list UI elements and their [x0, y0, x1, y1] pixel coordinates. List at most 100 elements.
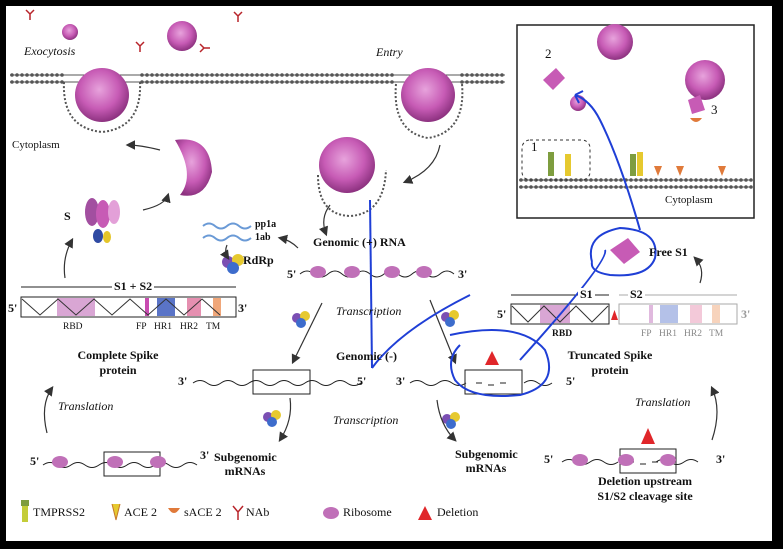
inset-membrane-bead: [589, 178, 593, 182]
membrane-bead: [365, 80, 369, 84]
inset-membrane-bead: [579, 185, 583, 189]
inset-membrane-bead: [664, 185, 668, 189]
membrane-bead: [200, 73, 204, 77]
label-neg-left-5: 5': [357, 374, 367, 388]
inset-membrane-bead: [694, 178, 698, 182]
inset-membrane-bead: [744, 185, 748, 189]
inset-membrane-bead: [594, 178, 598, 182]
rdrp-transcription-left: [263, 311, 310, 427]
membrane-bead: [300, 73, 304, 77]
membrane-bead: [30, 80, 34, 84]
membrane-bead: [210, 80, 214, 84]
inset-membrane-bead: [749, 185, 753, 189]
inset-membrane-bead: [719, 178, 723, 182]
membrane-bead: [50, 73, 54, 77]
label-complete-3prime: 3': [238, 301, 248, 315]
inset-membrane-bead: [519, 178, 523, 182]
membrane-bead: [330, 80, 334, 84]
membrane-bead: [295, 73, 299, 77]
membrane-bead: [495, 80, 499, 84]
membrane-bead: [475, 80, 479, 84]
membrane-bead: [285, 73, 289, 77]
inset-membrane-bead: [684, 185, 688, 189]
membrane-bead: [15, 73, 19, 77]
membrane-bead: [230, 80, 234, 84]
inset-membrane-bead: [729, 185, 733, 189]
inset-membrane-bead: [539, 178, 543, 182]
membrane-bead: [330, 73, 334, 77]
inset-membrane-bead: [714, 178, 718, 182]
inset-membrane-bead: [684, 178, 688, 182]
label-genomic-positive: Genomic (+) RNA: [313, 235, 406, 249]
ribosome-icon: [323, 507, 339, 519]
membrane-bead: [265, 73, 269, 77]
virus-endosome: [317, 137, 387, 218]
membrane-bead: [355, 80, 359, 84]
membrane-bead: [370, 73, 374, 77]
membrane-bead: [270, 80, 274, 84]
flow-arrows: [43, 140, 720, 443]
genomic-positive-rna: [299, 266, 455, 278]
membrane-bead: [215, 80, 219, 84]
membrane-bead: [225, 80, 229, 84]
membrane-bead: [255, 80, 259, 84]
inset-entry-box: [516, 24, 755, 219]
label-pp1a: pp1a: [255, 219, 277, 230]
membrane-bead: [255, 73, 259, 77]
membrane-bead: [475, 73, 479, 77]
membrane-bead: [305, 80, 309, 84]
inset-membrane-bead: [734, 185, 738, 189]
inset-membrane-bead: [604, 185, 608, 189]
genomic-negative-left: [192, 369, 362, 395]
inset-membrane-bead: [574, 178, 578, 182]
membrane-bead: [460, 80, 464, 84]
label-rdrp: RdRp: [243, 253, 274, 267]
membrane-bead: [465, 73, 469, 77]
inset-membrane-bead: [744, 178, 748, 182]
legend-label-deletion: Deletion: [437, 505, 479, 519]
membrane-bead: [220, 80, 224, 84]
inset-membrane-bead: [704, 185, 708, 189]
membrane-bead: [490, 80, 494, 84]
label-sub-left-5: 5': [30, 454, 40, 468]
membrane-bead: [340, 80, 344, 84]
inset-membrane-bead: [534, 185, 538, 189]
complete-spike-gene: [20, 286, 237, 318]
inset-membrane-bead: [709, 185, 713, 189]
membrane-bead: [370, 80, 374, 84]
inset-membrane-bead: [704, 178, 708, 182]
inset-membrane-bead: [609, 178, 613, 182]
legend-label-ace2: ACE 2: [124, 505, 157, 519]
label-inset-2: 2: [545, 46, 552, 61]
inset-membrane-bead: [524, 185, 528, 189]
membrane-bead: [250, 73, 254, 77]
membrane-bead: [160, 80, 164, 84]
inset-membrane-bead: [629, 185, 633, 189]
membrane-bead: [235, 73, 239, 77]
inset-membrane-bead: [544, 178, 548, 182]
label-truncated-s2: S2: [628, 287, 645, 301]
inset-membrane-bead: [594, 185, 598, 189]
membrane-bead: [40, 80, 44, 84]
membrane-bead: [380, 80, 384, 84]
label-truncated-tm: TM: [709, 329, 724, 339]
inset-membrane-bead: [719, 185, 723, 189]
membrane-bead: [175, 73, 179, 77]
inset-membrane-bead: [659, 178, 663, 182]
label-truncated-s1: S1: [578, 287, 595, 301]
inset-membrane-bead: [739, 185, 743, 189]
inset-membrane-bead: [609, 185, 613, 189]
inset-membrane-bead: [614, 178, 618, 182]
inset-membrane-bead: [674, 178, 678, 182]
membrane-bead: [295, 80, 299, 84]
membrane-bead: [480, 80, 484, 84]
membrane-bead: [290, 73, 294, 77]
membrane-bead: [275, 80, 279, 84]
membrane-bead: [305, 73, 309, 77]
inset-membrane-bead: [544, 185, 548, 189]
label-subgenomic-left: Subgenomic: [214, 450, 277, 464]
inset-membrane-bead: [674, 185, 678, 189]
deletion-icon: [418, 506, 432, 520]
inset-membrane-bead: [634, 185, 638, 189]
inset-membrane-bead: [749, 178, 753, 182]
